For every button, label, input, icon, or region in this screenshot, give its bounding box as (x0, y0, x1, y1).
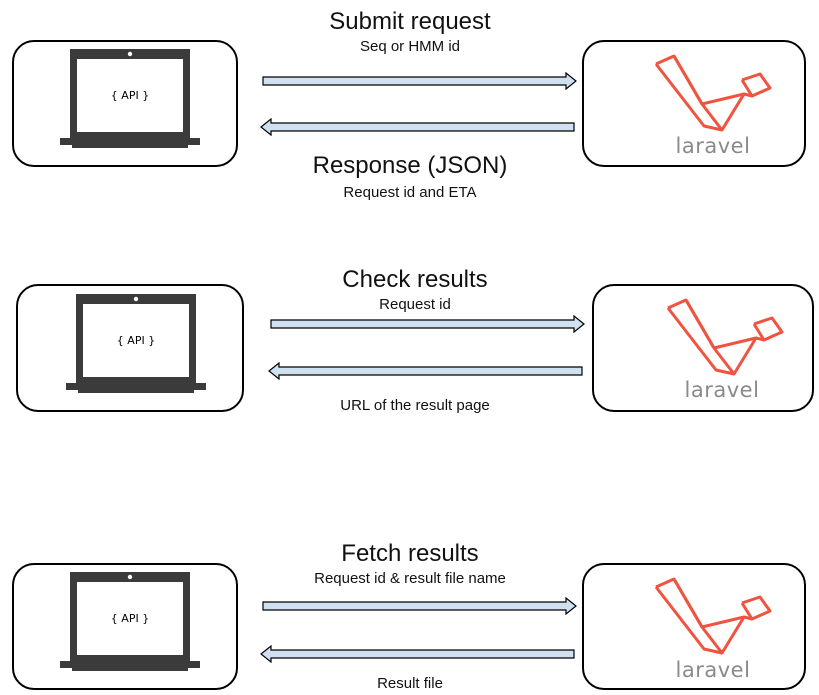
request-arrow (270, 315, 585, 333)
laravel-logo-icon (666, 298, 784, 376)
response-arrow (260, 645, 575, 663)
request-arrow (262, 597, 577, 615)
step-title: Fetch results (341, 540, 479, 567)
laptop-icon: { API } (66, 294, 206, 393)
api-label: { API } (117, 334, 155, 347)
request-label: Request id (379, 296, 451, 313)
api-label: { API } (111, 89, 149, 102)
server-box (582, 40, 806, 167)
request-label: Request id & result file name (314, 570, 506, 587)
laptop-icon: { API } (60, 49, 200, 148)
server-box (582, 563, 806, 690)
response-label: Result file (377, 675, 443, 692)
step-title: Check results (342, 266, 488, 293)
laravel-logo-icon (654, 577, 772, 655)
laravel-logo-icon (654, 54, 772, 132)
api-label: { API } (111, 612, 149, 625)
laptop-icon: { API } (60, 572, 200, 671)
request-arrow (262, 72, 577, 90)
laravel-wordmark: laravel (684, 378, 760, 402)
laravel-wordmark: laravel (675, 658, 751, 682)
server-box (592, 284, 814, 412)
step-title: Submit request (329, 8, 491, 35)
request-label: Seq or HMM id (359, 38, 461, 55)
response-arrow (268, 362, 583, 380)
response-label: URL of the result page (340, 397, 490, 414)
response-label: Request id and ETA (343, 184, 477, 201)
laravel-wordmark: laravel (675, 134, 751, 158)
response-arrow (260, 118, 575, 136)
response-title: Response (JSON) (312, 152, 508, 179)
